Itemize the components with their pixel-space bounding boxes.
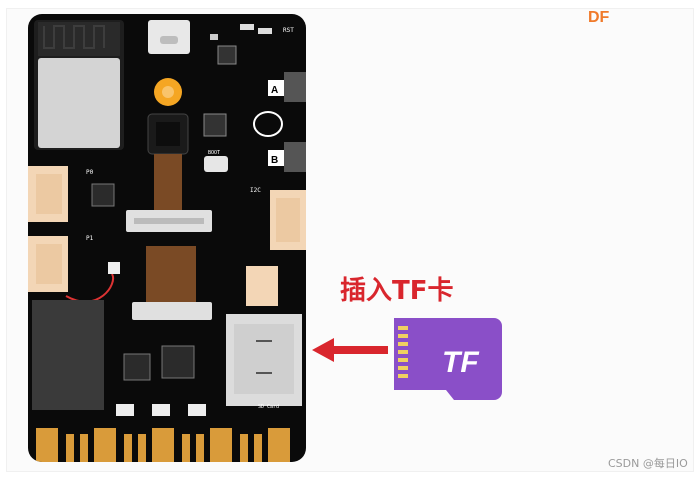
sd-card-label: SD Card	[258, 404, 279, 410]
chip-2	[162, 346, 194, 378]
df-logo: DF	[588, 9, 609, 27]
button-b-body	[284, 142, 306, 172]
battery-pad	[32, 300, 104, 410]
i2c-label: I2C	[250, 187, 261, 194]
uart-connector	[246, 266, 278, 306]
csdn-watermark: CSDN @每日IO	[608, 455, 688, 471]
rgb-led-2	[152, 404, 170, 416]
tf-card-text: TF	[442, 346, 479, 379]
rst-label: RST	[283, 27, 294, 34]
chip-1	[124, 354, 150, 380]
button-a-label: A	[271, 85, 278, 96]
edge-pads	[36, 428, 290, 462]
ribbon-cable	[154, 154, 182, 218]
button-a-body	[284, 72, 306, 102]
rgb-led-3	[188, 404, 206, 416]
arrow-left-icon	[312, 334, 392, 366]
camera-lens	[156, 122, 180, 146]
wifi-shield	[38, 58, 120, 148]
button-b-label: B	[271, 155, 278, 166]
rgb-led-1	[116, 404, 134, 416]
battery-wire	[66, 274, 113, 302]
ribbon-cable-lower	[146, 246, 196, 306]
p1-label: P1	[86, 235, 94, 242]
boot-label: BOOT	[208, 150, 220, 156]
logo-emblem	[254, 112, 282, 136]
circuit-board-illustration: RST A B BOOT P0 P1 I2C	[28, 14, 306, 462]
boot-button	[204, 156, 228, 172]
circuit-board: RST A B BOOT P0 P1 I2C	[28, 14, 306, 462]
insert-tf-card-caption: 插入TF卡	[340, 270, 454, 307]
tf-card-icon: TF	[394, 318, 508, 400]
ffc-connector-bottom	[132, 302, 212, 320]
p0-label: P0	[86, 169, 94, 176]
